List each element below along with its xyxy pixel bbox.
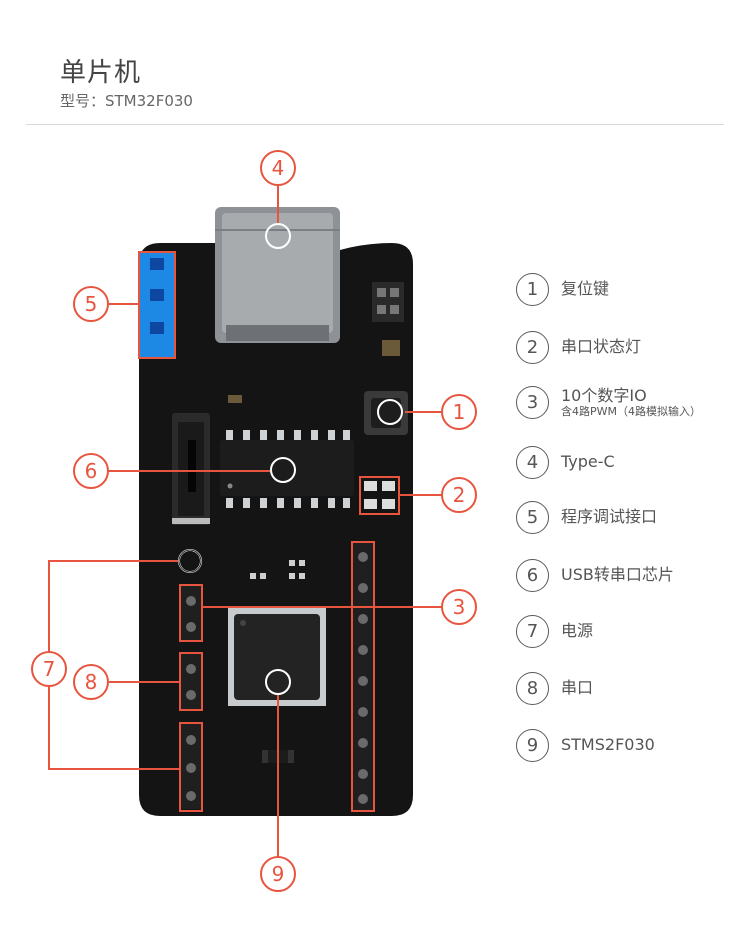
smd-component: [228, 395, 242, 403]
svg-text:2: 2: [453, 483, 466, 507]
legend-label: 串口: [561, 678, 594, 698]
legend-item-power: 7 电源: [516, 615, 593, 648]
legend-number: 7: [516, 615, 549, 648]
callout-1: 1: [441, 394, 477, 430]
legend-label: STMS2F030: [561, 735, 655, 755]
top-right-header: [372, 282, 404, 356]
usb-serial-chip: [220, 430, 354, 508]
callout-7: 7: [31, 651, 67, 687]
header-divider: [26, 124, 724, 125]
model-subtitle: 型号：STM32F030: [60, 92, 193, 110]
callout-4: 4: [260, 150, 296, 186]
legend-label-group: 10个数字IO 含4路PWM（4路模拟输入）: [561, 385, 701, 418]
legend-number: 3: [516, 386, 549, 419]
legend-label: 串口状态灯: [561, 337, 642, 357]
legend-sublabel: 含4路PWM（4路模拟输入）: [561, 404, 701, 418]
legend-label: 程序调试接口: [561, 507, 658, 527]
svg-text:9: 9: [272, 862, 285, 886]
legend-number: 6: [516, 559, 549, 592]
legend-item-digital-io: 3 10个数字IO 含4路PWM（4路模拟输入）: [516, 386, 701, 419]
legend-item-serial: 8 串口: [516, 672, 593, 705]
smd-components: [250, 560, 305, 579]
legend-number: 4: [516, 446, 549, 479]
legend-item-type-c: 4 Type-C: [516, 446, 615, 479]
legend-item-usb-serial: 6 USB转串口芯片: [516, 559, 674, 592]
svg-text:8: 8: [85, 670, 98, 694]
legend-number: 2: [516, 331, 549, 364]
svg-text:5: 5: [85, 292, 98, 316]
debug-connector: [140, 253, 174, 357]
legend-item-reset: 1 复位键: [516, 273, 609, 306]
mcu-chip: [228, 608, 326, 706]
legend-label: 10个数字IO: [561, 385, 647, 405]
legend-item-mcu: 9 STMS2F030: [516, 729, 655, 762]
svg-text:7: 7: [43, 657, 56, 681]
legend-label: 电源: [561, 621, 594, 641]
svg-text:3: 3: [453, 595, 466, 619]
io-pin-header: [353, 541, 373, 811]
callout-2: 2: [441, 477, 477, 513]
callout-6: 6: [73, 453, 109, 489]
leader-lines: [48, 186, 442, 857]
pcb-board: [139, 243, 413, 816]
callout-9: 9: [260, 856, 296, 892]
status-leds: [364, 481, 395, 509]
legend-number: 9: [516, 729, 549, 762]
legend-number: 5: [516, 501, 549, 534]
svg-text:6: 6: [85, 459, 98, 483]
svg-text:1: 1: [453, 400, 466, 424]
svg-text:4: 4: [272, 156, 285, 180]
legend-number: 1: [516, 273, 549, 306]
legend-item-serial-led: 2 串口状态灯: [516, 331, 641, 364]
power-switch: [172, 413, 210, 525]
callout-5: 5: [73, 286, 109, 322]
callout-8: 8: [73, 664, 109, 700]
legend-label: 复位键: [561, 279, 610, 299]
page-title: 单片机: [60, 58, 142, 88]
power-marker-circle: [178, 549, 202, 573]
legend-label: Type-C: [561, 452, 615, 472]
legend-item-debug-port: 5 程序调试接口: [516, 501, 657, 534]
legend-label: USB转串口芯片: [561, 565, 674, 585]
callout-3: 3: [441, 589, 477, 625]
left-pin-headers: [181, 585, 201, 809]
legend-number: 8: [516, 672, 549, 705]
usb-type-c-connector: [215, 207, 340, 343]
highlight-boxes: [138, 251, 400, 812]
